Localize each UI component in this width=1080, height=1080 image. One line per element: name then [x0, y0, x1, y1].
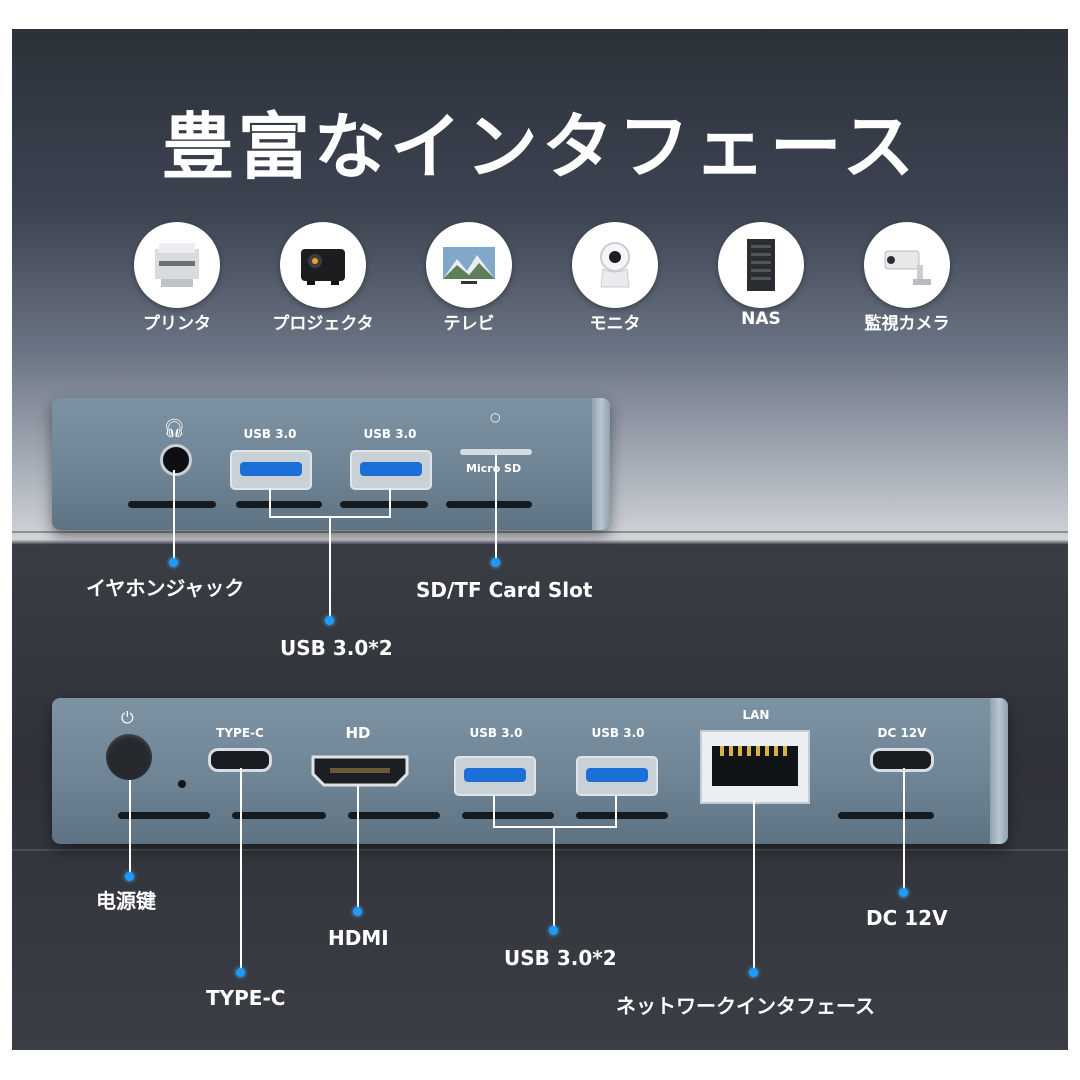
vent-slot: [348, 812, 440, 819]
back-hub-edge: [990, 698, 1008, 844]
callout-power: 电源键: [96, 889, 156, 913]
power-button: [106, 734, 152, 780]
headphone-jack: [160, 444, 192, 476]
front-usb1-label: USB 3.0: [243, 427, 297, 441]
callout-dot: [236, 968, 245, 977]
device-label-nas: NAS: [741, 309, 781, 329]
leader-line: [495, 455, 497, 563]
leader-line: [173, 470, 175, 562]
microsd-slot: [460, 449, 532, 455]
callout-back-usb: USB 3.0*2: [504, 946, 617, 970]
back-usb2-label: USB 3.0: [591, 726, 645, 740]
leader-line: [389, 488, 391, 518]
microsd-label: Micro SD: [466, 462, 522, 475]
leader-line: [129, 780, 131, 876]
leader-line: [329, 516, 331, 620]
lan-port: [700, 730, 810, 804]
leader-line: [903, 768, 905, 892]
vent-slot: [128, 501, 216, 508]
vent-slot: [236, 501, 322, 508]
callout-dot: [549, 926, 558, 935]
callout-dot: [169, 558, 178, 567]
vent-slot: [576, 812, 668, 819]
leader-line: [269, 488, 271, 518]
vent-slot: [446, 501, 532, 508]
callout-dc: DC 12V: [866, 906, 948, 930]
vent-slot: [340, 501, 428, 508]
shelf-edge: [12, 531, 1068, 533]
callout-dot: [353, 907, 362, 916]
callout-typec: TYPE-C: [206, 986, 286, 1010]
vent-slot: [118, 812, 210, 819]
leader-line: [357, 786, 359, 912]
page-title: 豊富なインタフェース: [161, 105, 919, 189]
back-usb-port-2: [576, 756, 658, 796]
callout-dot: [125, 872, 134, 881]
back-usb1-label: USB 3.0: [469, 726, 523, 740]
lan-label: LAN: [742, 708, 770, 722]
leader-line: [553, 826, 555, 930]
hd-label: HD: [345, 724, 371, 742]
product-banner: [12, 29, 1068, 1050]
security-camera-icon: [864, 222, 950, 308]
dc-port: [870, 748, 934, 772]
callout-dot: [899, 888, 908, 897]
nas-icon: [718, 222, 804, 308]
dc-label: DC 12V: [877, 726, 927, 740]
leader-line: [493, 796, 495, 828]
callout-sd-slot: SD/TF Card Slot: [416, 578, 593, 602]
hdmi-port: [311, 755, 409, 787]
leader-line: [493, 826, 617, 828]
callout-front-usb: USB 3.0*2: [280, 636, 393, 660]
vent-slot: [838, 812, 934, 819]
shelf-edge-lower: [12, 849, 1068, 851]
led-indicator-icon: ○: [490, 410, 501, 424]
callout-hdmi: HDMI: [328, 926, 389, 950]
vent-slot: [462, 812, 554, 819]
leader-line: [240, 768, 242, 972]
front-usb2-label: USB 3.0: [363, 427, 417, 441]
callout-dot: [491, 558, 500, 567]
front-hub-edge: [592, 398, 610, 530]
callout-dot: [749, 968, 758, 977]
callout-headphone-jack: イヤホンジャック: [86, 576, 245, 600]
front-usb-port-1: [230, 450, 312, 490]
device-label-projector: プロジェクタ: [272, 314, 374, 334]
monitor-camera-icon: [572, 222, 658, 308]
front-usb-port-2: [350, 450, 432, 490]
power-symbol-icon: ⏻: [121, 708, 134, 727]
back-usb-port-1: [454, 756, 536, 796]
callout-dot: [325, 616, 334, 625]
device-label-camera: 監視カメラ: [864, 314, 950, 334]
tv-icon: [426, 222, 512, 308]
front-hub-body: [52, 398, 610, 530]
leader-line: [753, 800, 755, 972]
typec-label: TYPE-C: [216, 726, 264, 740]
headphone-icon: 🎧︎: [163, 418, 186, 439]
device-label-tv: テレビ: [443, 314, 495, 334]
printer-icon: [134, 222, 220, 308]
projector-icon: [280, 222, 366, 308]
vent-slot: [232, 812, 326, 819]
callout-lan: ネットワークインタフェース: [616, 994, 875, 1018]
leader-line: [615, 796, 617, 828]
device-label-printer: プリンタ: [143, 314, 211, 334]
device-label-monitor: モニタ: [589, 314, 641, 334]
reset-pinhole: [178, 780, 186, 788]
